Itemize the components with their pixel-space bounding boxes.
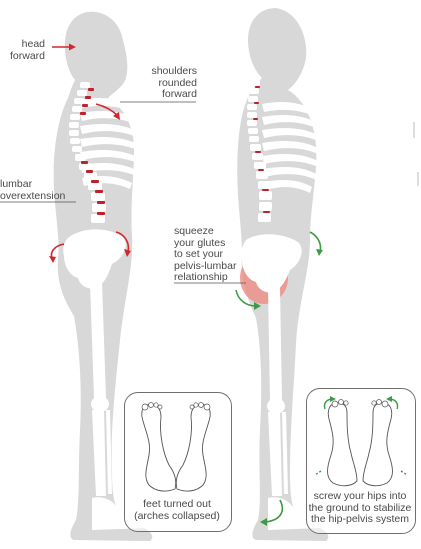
left-leader-lines (0, 101, 196, 203)
edge-ticks (413, 122, 419, 186)
right-spine (247, 80, 272, 222)
label-squeeze-glutes: squeeze your glutes to set your pelvis-l… (174, 225, 237, 283)
left-leg-bones (88, 268, 148, 530)
screw-hips-panel (306, 388, 416, 534)
left-spine (69, 82, 106, 223)
label-screw-hips: screw your hips into the ground to stabi… (308, 490, 412, 525)
right-pelvis (241, 234, 302, 293)
left-pelvis (63, 229, 126, 289)
feet-turned-out-panel (124, 392, 232, 532)
left-ribcage (80, 98, 138, 189)
label-head-forward: head forward (9, 38, 45, 62)
feet-turned-out-illustration (141, 402, 211, 492)
green-arrow-icon (235, 231, 323, 526)
feet-stabilized-illustration (314, 396, 408, 487)
label-shoulders-rounded: shoulders rounded forward (151, 65, 197, 100)
rotation-arrow-icon (314, 396, 408, 476)
red-arrow-icon (49, 43, 131, 263)
label-feet-turned-out: feet turned out (arches collapsed) (134, 498, 220, 522)
left-spine-stress-marks (80, 88, 105, 215)
label-lumbar-overextension: lumbar overextension (0, 178, 66, 202)
right-spine-discs (253, 86, 270, 213)
right-ribcage (262, 102, 318, 193)
right-figure-good-posture (174, 8, 329, 541)
left-figure-poor-posture (0, 11, 196, 542)
